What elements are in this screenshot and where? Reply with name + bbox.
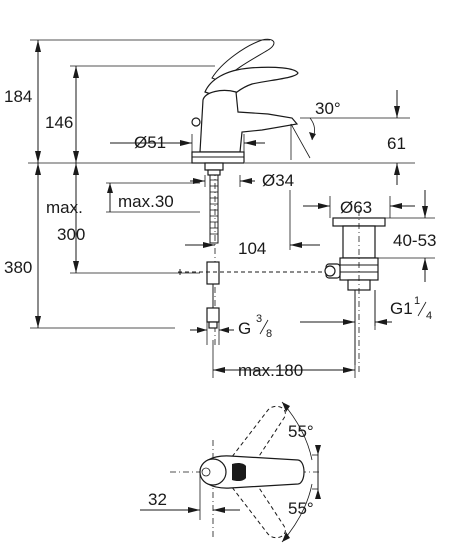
angle-30-label: 30° — [315, 99, 341, 118]
dim-max-180 — [212, 340, 356, 378]
waste-assembly — [300, 190, 435, 375]
height-300-label: 300 — [57, 225, 85, 244]
range-40-53-label: 40-53 — [393, 231, 436, 250]
width-32-label: 32 — [148, 490, 167, 509]
angle-55-bottom-label: 55° — [288, 499, 314, 518]
height-61-label: 61 — [387, 134, 406, 153]
faucet-side-view — [178, 38, 340, 345]
thread-g1-label: G1 — [390, 299, 413, 318]
height-146-label: 146 — [45, 113, 73, 132]
height-380-label: 380 — [4, 258, 32, 277]
dim-104 — [185, 242, 320, 248]
thread-g38-numerator: 3 — [256, 313, 262, 325]
thread-g38-label: G — [238, 319, 251, 338]
faucet-top-view — [140, 401, 321, 543]
max-180-label: max.180 — [238, 361, 303, 380]
diameter-34-label: Ø34 — [262, 171, 294, 190]
top-dimensions — [110, 90, 410, 250]
width-104-label: 104 — [238, 239, 266, 258]
thread-g38-denominator: 8 — [266, 328, 272, 340]
max-label: max. — [46, 198, 83, 217]
diameter-63-label: Ø63 — [340, 198, 372, 217]
thread-g1-numerator: 1 — [414, 295, 420, 307]
left-dimension-lines — [28, 39, 415, 329]
height-184-label: 184 — [4, 87, 32, 106]
angle-55-top-label: 55° — [288, 422, 314, 441]
max-30-label: max.30 — [118, 192, 174, 211]
dim-g38 — [190, 322, 234, 345]
thread-g1-denominator: 4 — [426, 310, 432, 322]
diameter-51-label: Ø51 — [134, 133, 166, 152]
